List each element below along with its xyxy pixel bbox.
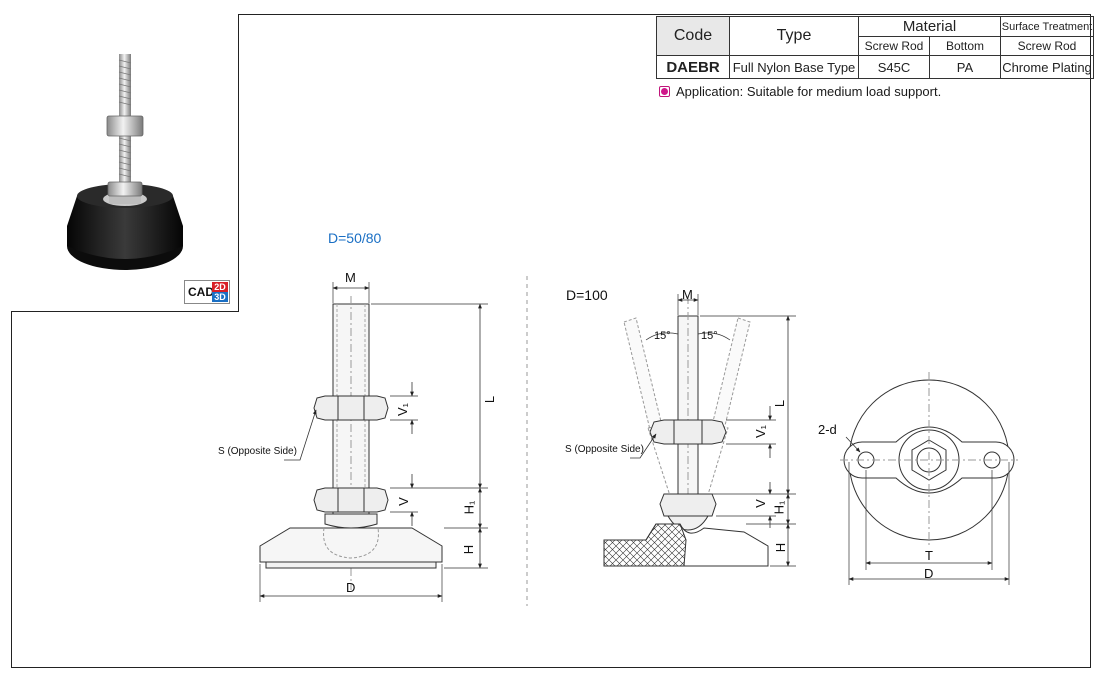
cell-code: DAEBR: [656, 55, 730, 79]
view2-label-v1: V₁: [753, 424, 769, 439]
bullet-icon: [659, 86, 670, 97]
spec-table: Code Type Material Surface Treatment Scr…: [656, 16, 1094, 79]
view2-label-angle-left: 15°: [654, 330, 671, 342]
view1-label-v1: V₁: [395, 402, 411, 417]
view3-label-2d: 2-d: [818, 422, 837, 437]
view2-label-angle-right: 15°: [701, 330, 718, 342]
view1-label-s: S (Opposite Side): [218, 446, 297, 457]
view2-label-h: H: [773, 542, 789, 553]
cell-surface: Chrome Plating: [1000, 55, 1094, 79]
view2-label-l: L: [772, 399, 788, 408]
application-text: Application: Suitable for medium load su…: [676, 84, 942, 99]
application-note: Application: Suitable for medium load su…: [659, 84, 941, 99]
view1-label-v: V: [395, 497, 411, 506]
view1-label-h1: H₁: [461, 500, 477, 515]
view1-label-m: M: [345, 270, 356, 285]
view2-label-s: S (Opposite Side): [565, 444, 644, 455]
view2-label-m: M: [682, 287, 693, 302]
cad-3d-label: 3D: [212, 292, 228, 302]
cell-type: Full Nylon Base Type: [729, 55, 859, 79]
cad-2d-label: 2D: [212, 282, 228, 292]
view1-label-d: D: [346, 580, 356, 595]
subheader-bottom: Bottom: [929, 36, 1001, 56]
view3-top-view: [840, 372, 1018, 585]
cell-screw-rod: S45C: [858, 55, 930, 79]
view3-label-d: D: [924, 566, 934, 581]
view2-leveling-foot: [603, 294, 796, 567]
view1-label-h: H: [461, 544, 477, 555]
view3-label-t: T: [925, 548, 933, 563]
subheader-surface-screw-rod: Screw Rod: [1000, 36, 1094, 56]
view1-label-l: L: [482, 395, 498, 404]
view2-title: D=100: [566, 287, 608, 303]
cad-badge[interactable]: CAD 2D 3D: [184, 280, 230, 304]
view1-title: D=50/80: [328, 230, 382, 246]
view1-leveling-foot: [259, 282, 488, 602]
product-photo: [67, 54, 183, 270]
header-material: Material: [858, 16, 1001, 37]
cad-label: CAD: [188, 285, 214, 299]
cad-dimension-icon: 2D 3D: [212, 282, 228, 302]
header-surface-treatment: Surface Treatment: [1000, 16, 1094, 37]
subheader-screw-rod: Screw Rod: [858, 36, 930, 56]
view2-label-v: V: [752, 499, 768, 508]
product-photo-panel: [11, 14, 239, 312]
view2-label-h1: H₁: [771, 500, 787, 515]
drawing-frame: [11, 14, 1091, 668]
